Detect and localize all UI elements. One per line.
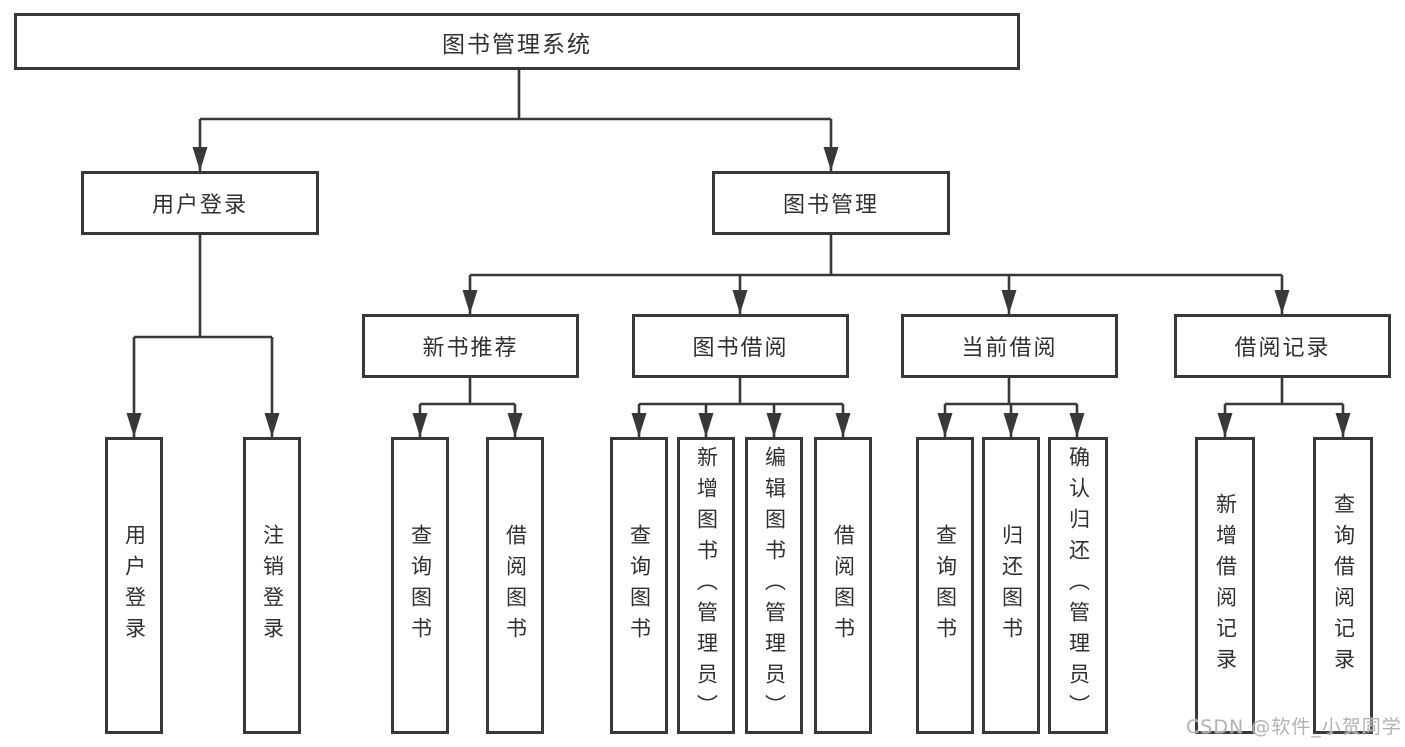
bus-borrowing-records: [1225, 378, 1343, 406]
node-new-book-recommendation: 新书推荐: [362, 314, 579, 378]
node-user-login: 用户登录: [81, 171, 319, 235]
bus-book-borrowing: [639, 378, 843, 406]
leaf-query-books: 查询图书: [916, 437, 974, 734]
bus-new-book-recommendation: [420, 378, 515, 406]
bus-book-management: [470, 235, 1282, 277]
leaf-add-book-admin: 新增图书（管理员）: [677, 437, 735, 734]
leaf-borrow-books: 借阅图书: [814, 437, 872, 734]
leaf-edit-book-admin: 编辑图书（管理员）: [745, 437, 803, 734]
leaf-query-borrow-record: 查询借阅记录: [1313, 437, 1373, 734]
node-borrowing-records: 借阅记录: [1174, 314, 1391, 378]
leaf-return-book: 归还图书: [982, 437, 1040, 734]
bus-root: [200, 70, 831, 121]
leaf-add-borrow-record: 新增借阅记录: [1195, 437, 1255, 734]
node-book-borrowing: 图书借阅: [632, 314, 849, 378]
bus-user-login: [134, 235, 272, 339]
leaf-query-books: 查询图书: [391, 437, 449, 734]
leaf-query-books: 查询图书: [610, 437, 668, 734]
bus-current-borrowing: [945, 378, 1077, 406]
leaf-borrow-books: 借阅图书: [486, 437, 544, 734]
leaf-logout: 注销登录: [243, 437, 301, 734]
node-current-borrowing: 当前借阅: [901, 314, 1118, 378]
csdn-watermark: CSDN @软件_小贺同学: [1186, 716, 1402, 738]
node-library-management-system: 图书管理系统: [14, 13, 1020, 70]
node-book-management: 图书管理: [712, 171, 950, 235]
leaf-user-login: 用户登录: [105, 437, 163, 734]
leaf-confirm-return-admin: 确认归还（管理员）: [1048, 437, 1108, 734]
